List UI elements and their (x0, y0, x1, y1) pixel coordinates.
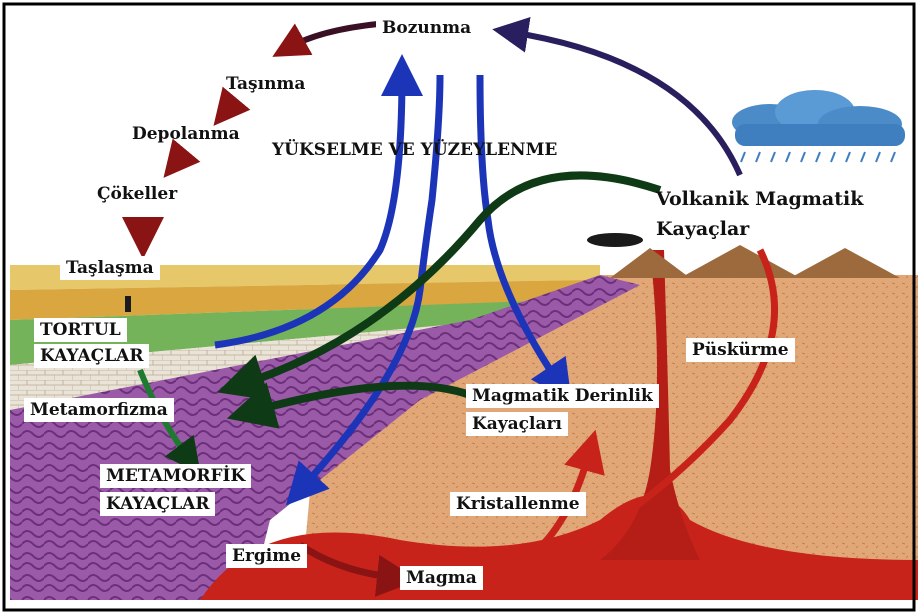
label-magma: Magma (400, 566, 483, 590)
label-cokeller: Çökeller (97, 184, 177, 204)
label-volkanik-line2: Kayaçlar (656, 218, 749, 240)
label-magmatik-line2: Kayaçları (466, 412, 568, 436)
label-metamorfik-line2: KAYAÇLAR (100, 492, 215, 516)
label-tortul-line2: KAYAÇLAR (34, 344, 149, 368)
ash-cloud (587, 233, 643, 247)
label-puskurme: Püskürme (686, 338, 795, 362)
label-tasinma: Taşınma (226, 74, 305, 94)
label-ergime: Ergime (226, 544, 307, 568)
label-magmatik-line1: Magmatik Derinlik (466, 384, 659, 408)
label-volkanik-line1: Volkanik Magmatik (656, 188, 863, 210)
label-taslasma: Taşlaşma (60, 256, 160, 280)
label-bozunma: Bozunma (376, 16, 477, 40)
label-tortul-line1: TORTUL (34, 318, 127, 342)
label-yukselme: YÜKSELME VE YÜZEYLENME (272, 140, 557, 160)
label-depolanma: Depolanma (132, 124, 240, 144)
label-metamorfizma: Metamorfizma (24, 398, 174, 422)
label-kristallenme: Kristallenme (450, 492, 586, 516)
label-metamorfik-line1: METAMORFİK (100, 464, 251, 488)
